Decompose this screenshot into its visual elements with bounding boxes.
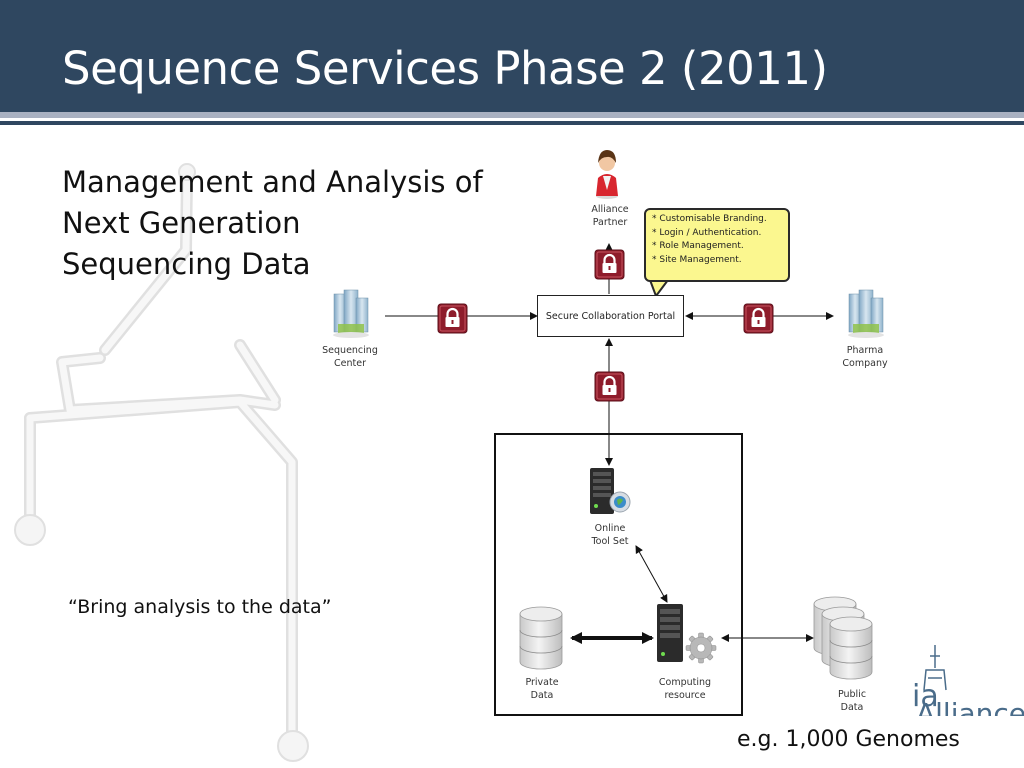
building-icon [333,289,369,338]
title-bar [0,0,1024,112]
callout-item: * Role Management. [652,241,744,251]
callout-item: * Customisable Branding. [652,214,767,224]
slide-title: Sequence Services Phase 2 (2011) [62,42,828,95]
subtitle-line-2: Next Generation [62,206,301,240]
pharma-company-label: Pharma Company [842,345,888,369]
sequencing-center-label: Sequencing Center [322,345,378,369]
header-rule-dark [0,121,1024,125]
slide-subtitle: Management and Analysis of Next Generati… [62,162,483,285]
portal-features-callout: * Customisable Branding. * Login / Authe… [644,208,790,282]
alliance-logo-text-2: Alliance [916,700,1024,716]
server-icon [657,604,683,662]
quote-text: “Bring analysis to the data” [68,596,332,618]
person-icon [596,150,618,199]
background-line-art [14,163,309,762]
database-icon [519,606,563,670]
private-data-label: Private Data [525,677,559,701]
analysis-environment-box [494,433,743,716]
lock-icon [437,303,468,334]
server-icon [590,468,614,514]
header-rule-light [0,112,1024,118]
public-data-label: Public Data [837,689,867,713]
alliance-logo-text: ia [912,679,939,714]
secure-collaboration-portal: Secure Collaboration Portal [537,295,684,337]
callout-item: * Login / Authentication. [652,227,762,238]
computing-resource-label: Computing resource [658,677,712,701]
building-icon [848,289,884,338]
tower-icon [923,645,947,691]
arrow-tools-computing [635,545,668,603]
example-text: e.g. 1,000 Genomes [737,727,960,752]
lock-icon [594,371,625,402]
callout-item: * Site Management. [652,254,742,265]
globe-icon [609,491,631,513]
subtitle-line-1: Management and Analysis of [62,165,483,199]
callout-pointer [649,279,669,297]
gear-icon [685,632,717,664]
database-icon [813,596,873,680]
alliance-partner-label: Alliance Partner [591,204,629,228]
lock-icon [594,249,625,280]
online-tool-set-label: Online Tool Set [591,523,629,547]
subtitle-line-3: Sequencing Data [62,247,311,281]
lock-icon [743,303,774,334]
